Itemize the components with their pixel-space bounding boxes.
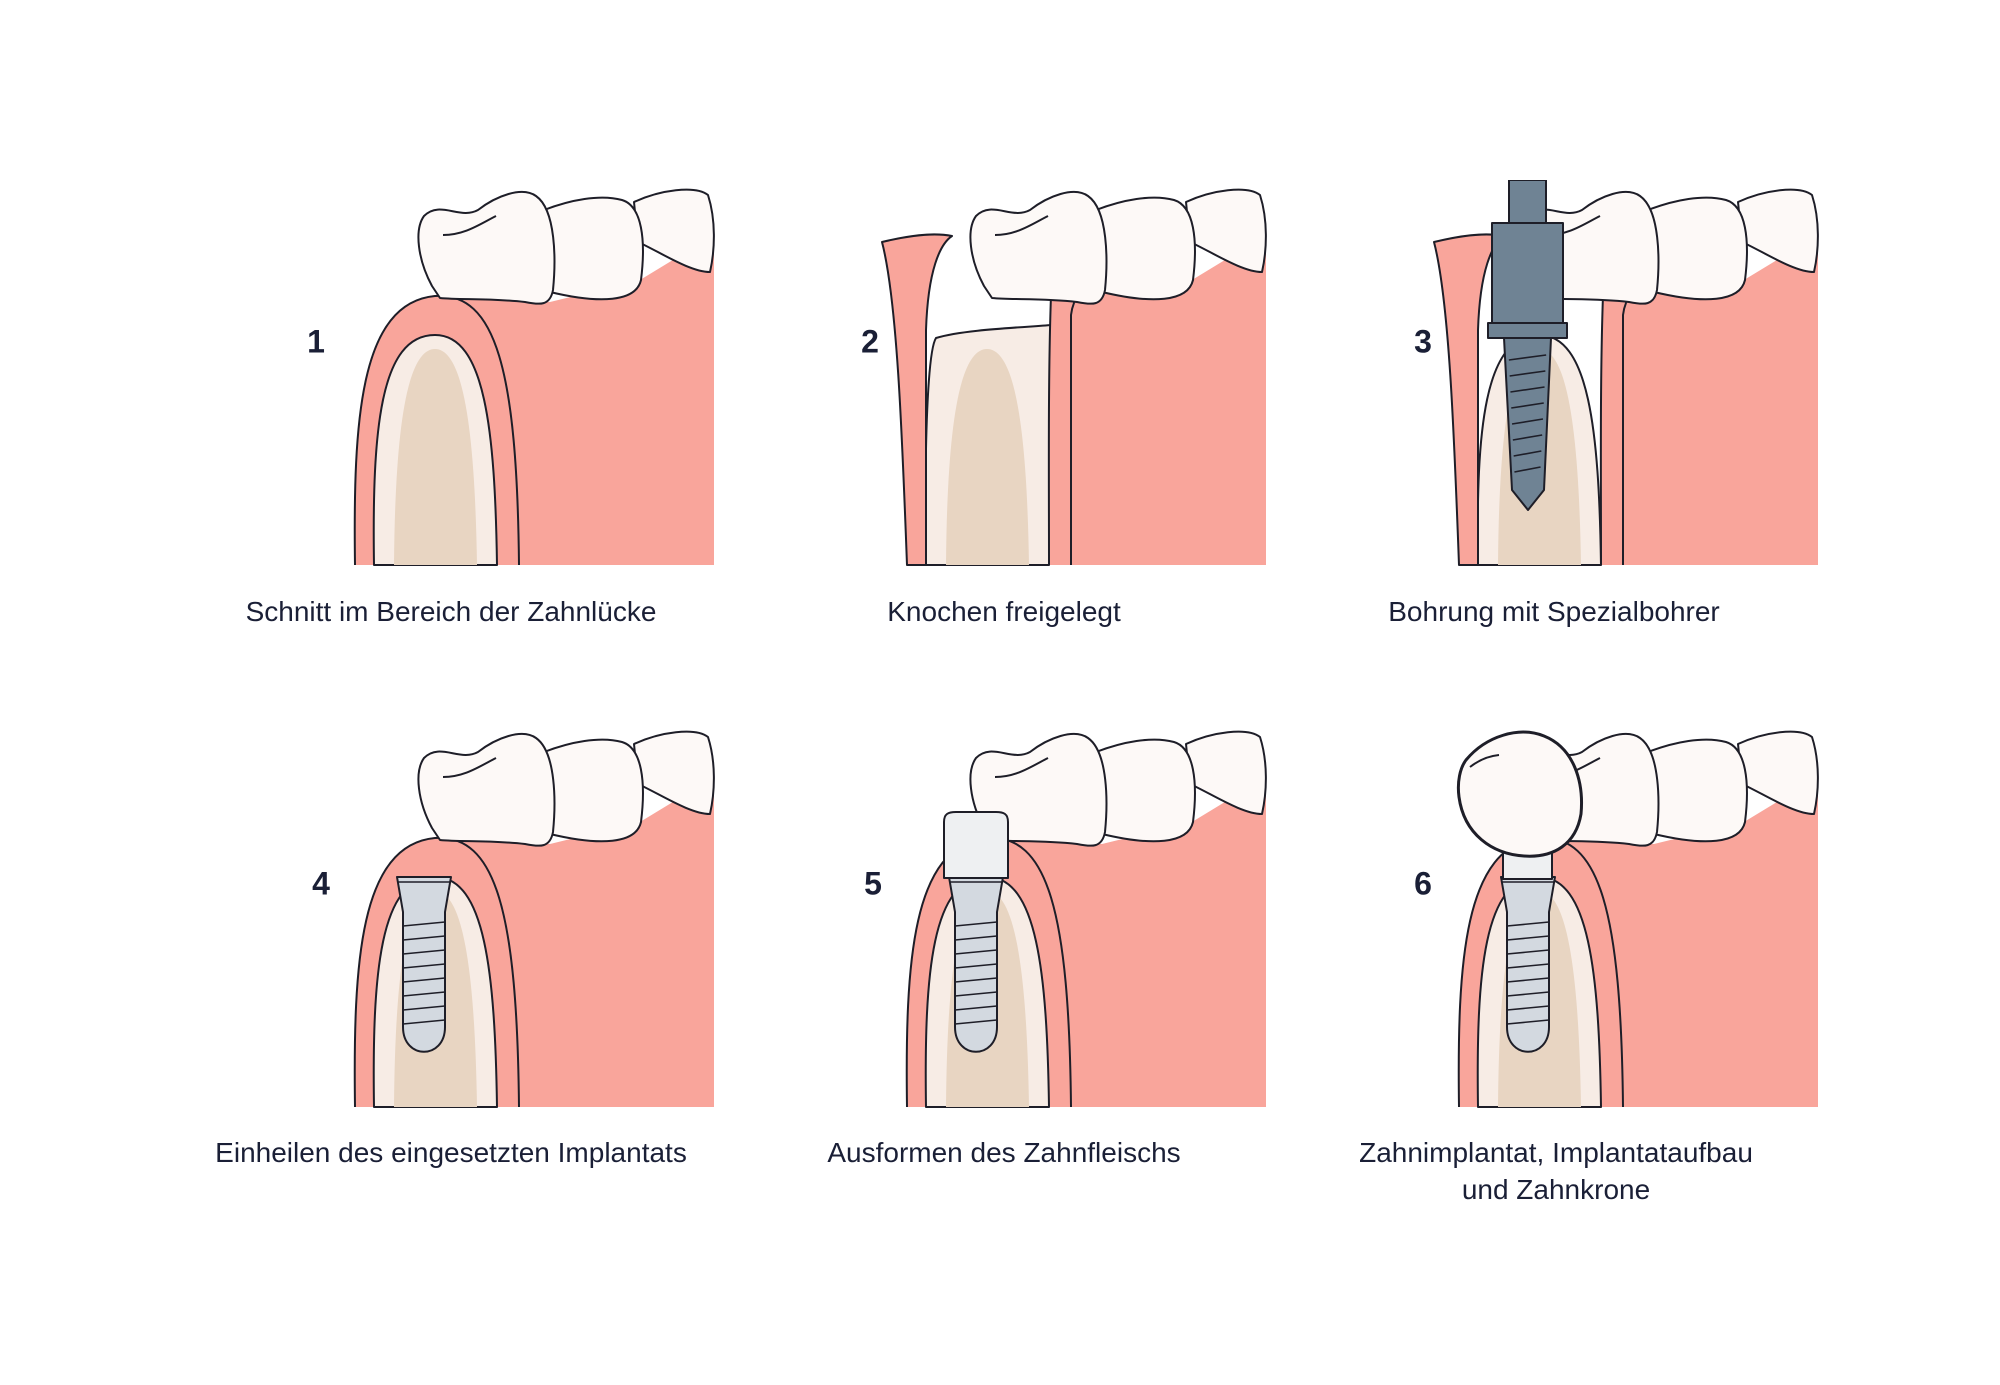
illustration-incision: [300, 180, 720, 570]
step-number: 3: [1414, 323, 1432, 360]
step-caption: Einheilen des eingesetzten Implantats: [215, 1137, 687, 1168]
illustration-implant-healing: [300, 722, 720, 1112]
gum-outline: [353, 294, 520, 566]
tooth: [1095, 738, 1196, 843]
tooth: [1647, 738, 1748, 843]
gum-flap-left: [881, 233, 953, 566]
tooth: [1737, 730, 1819, 815]
step-caption: Schnitt im Bereich der Zahnlücke: [245, 596, 657, 627]
crown: [1456, 730, 1584, 858]
tooth: [1647, 196, 1748, 301]
caption-line-1: Zahnimplantat, Implantataufbau: [1359, 1137, 1753, 1168]
jaw-bone: [924, 324, 1053, 566]
gum: [1623, 235, 1818, 565]
step-number: 2: [861, 323, 879, 360]
tooth: [417, 733, 556, 847]
healing-cap: [943, 811, 1009, 879]
gum-outline: [353, 836, 520, 1108]
illustration-bone-exposed: [852, 180, 1272, 570]
illustration-crown: [1404, 722, 1824, 1112]
tooth: [417, 191, 556, 305]
illustration-drilling: [1404, 180, 1824, 570]
tooth: [633, 730, 715, 815]
drill-icon: [1487, 180, 1568, 511]
tooth: [633, 188, 715, 273]
step-number: 1: [307, 323, 325, 360]
tooth: [1185, 188, 1267, 273]
neighbor-teeth: [417, 730, 715, 847]
gum-flap-left: [1433, 233, 1505, 566]
tooth: [543, 196, 644, 301]
step-number: 4: [312, 865, 330, 902]
gum: [1071, 235, 1266, 565]
tooth: [969, 191, 1108, 305]
step-caption: Bohrung mit Spezialbohrer: [1388, 596, 1720, 627]
step-number: 6: [1414, 865, 1432, 902]
neighbor-teeth: [417, 188, 715, 305]
tooth: [1095, 196, 1196, 301]
step-caption: Zahnimplantat, Implantataufbau und Zahnk…: [1359, 1134, 1753, 1208]
jaw-bone: [372, 334, 498, 566]
tooth: [1737, 188, 1819, 273]
tooth: [543, 738, 644, 843]
implant-screw: [1500, 876, 1556, 1053]
illustration-gum-shaping: [852, 722, 1272, 1112]
caption-line-2: und Zahnkrone: [1461, 1174, 1651, 1205]
implant-screw: [948, 876, 1004, 1053]
step-caption: Knochen freigelegt: [887, 596, 1121, 627]
implant-screw: [396, 876, 452, 1053]
tooth: [1185, 730, 1267, 815]
step-number: 5: [864, 865, 882, 902]
neighbor-teeth: [969, 188, 1267, 305]
step-caption: Ausformen des Zahnfleischs: [827, 1137, 1181, 1168]
